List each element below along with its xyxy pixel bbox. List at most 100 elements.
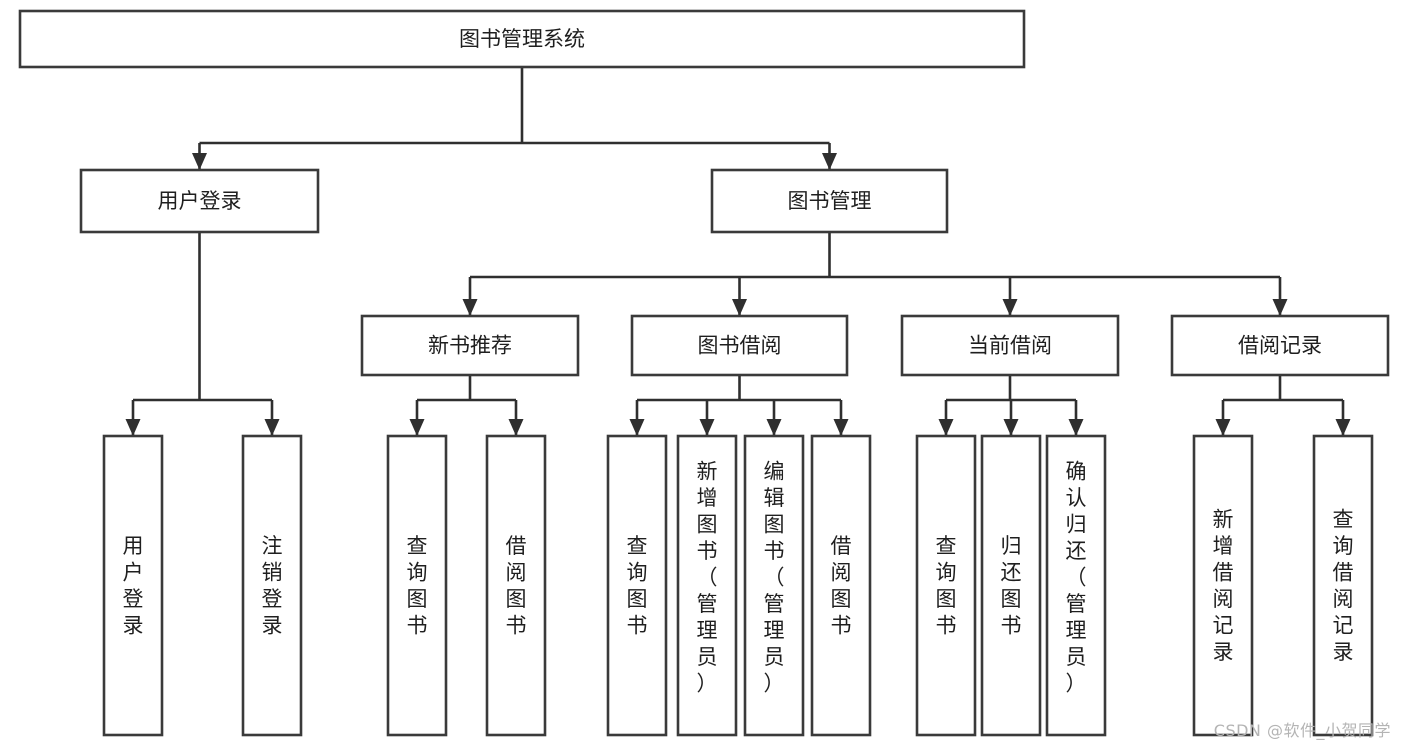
node-label-leaf-borrow-add-char: 书 — [697, 539, 718, 563]
node-current[interactable]: 当前借阅 — [900, 314, 1120, 377]
node-label-leaf-current-confirm-char: 归 — [1066, 513, 1087, 537]
node-root[interactable]: 图书管理系统 — [18, 9, 1026, 69]
node-label-leaf-user-logout-char: 注 — [262, 534, 283, 558]
node-label-leaf-newbook-borrow-char: 阅 — [506, 561, 527, 585]
node-label-leaf-records-query-char: 查 — [1333, 508, 1354, 532]
node-box-leaf-user-logout[interactable] — [241, 434, 303, 737]
node-label-newbook: 新书推荐 — [428, 334, 512, 358]
node-label-login: 用户登录 — [158, 189, 242, 213]
node-box-leaf-newbook-borrow[interactable] — [485, 434, 547, 737]
node-box-bookmgmt[interactable] — [710, 168, 949, 234]
node-label-leaf-current-confirm-char: 管 — [1066, 592, 1087, 616]
node-label-borrow: 图书借阅 — [698, 334, 782, 358]
node-records[interactable]: 借阅记录 — [1170, 314, 1390, 377]
node-label-leaf-borrow-add-char: 新 — [697, 460, 718, 484]
node-label-records: 借阅记录 — [1238, 334, 1322, 358]
node-label-leaf-user-login-char: 登 — [123, 587, 144, 611]
node-box-leaf-records-add[interactable] — [1192, 434, 1254, 737]
node-label-leaf-current-confirm-char: （ — [1066, 566, 1087, 590]
node-label-leaf-user-logout-char: 录 — [262, 614, 283, 638]
node-label-leaf-records-query-char: 录 — [1333, 640, 1354, 664]
node-label-leaf-records-add-char: 借 — [1213, 561, 1234, 585]
node-newbook[interactable]: 新书推荐 — [360, 314, 580, 377]
node-box-leaf-user-login[interactable] — [102, 434, 164, 737]
node-box-leaf-borrow-edit[interactable] — [743, 434, 805, 737]
node-label-leaf-current-return-char: 归 — [1001, 534, 1022, 558]
node-label-leaf-borrow-add-char: 员 — [697, 645, 718, 669]
node-label-leaf-current-confirm-char: ） — [1066, 672, 1087, 696]
node-box-leaf-current-query[interactable] — [915, 434, 977, 737]
node-bookmgmt[interactable]: 图书管理 — [710, 168, 949, 234]
node-label-leaf-records-add-char: 新 — [1213, 508, 1234, 532]
node-label-leaf-borrow-edit-char: 编 — [764, 460, 785, 484]
node-label-bookmgmt: 图书管理 — [788, 189, 872, 213]
node-label-leaf-newbook-query-char: 书 — [407, 614, 428, 638]
node-label-leaf-borrow-lend-char: 借 — [831, 534, 852, 558]
node-label-leaf-newbook-query-char: 询 — [407, 561, 428, 585]
node-box-login[interactable] — [79, 168, 320, 234]
node-login[interactable]: 用户登录 — [79, 168, 320, 234]
node-label-leaf-borrow-add-char: 图 — [697, 513, 718, 537]
node-label-leaf-newbook-borrow-char: 书 — [506, 614, 527, 638]
node-borrow[interactable]: 图书借阅 — [630, 314, 849, 377]
node-leaf-user-login[interactable]: 用户登录 — [102, 434, 164, 737]
node-box-leaf-borrow-query[interactable] — [606, 434, 668, 737]
node-box-leaf-borrow-lend[interactable] — [810, 434, 872, 737]
node-label-leaf-records-query-char: 记 — [1333, 614, 1354, 638]
node-label-leaf-borrow-query-char: 图 — [627, 587, 648, 611]
node-box-leaf-newbook-query[interactable] — [386, 434, 448, 737]
node-box-newbook[interactable] — [360, 314, 580, 377]
node-box-leaf-records-query[interactable] — [1312, 434, 1374, 737]
node-box-borrow[interactable] — [630, 314, 849, 377]
node-label-leaf-current-confirm-char: 理 — [1066, 619, 1087, 643]
node-label-leaf-records-query-char: 阅 — [1333, 587, 1354, 611]
node-label-leaf-current-query-char: 图 — [936, 587, 957, 611]
node-label-leaf-user-logout-char: 销 — [262, 561, 283, 585]
node-label-leaf-current-query-char: 书 — [936, 614, 957, 638]
node-box-leaf-current-confirm[interactable] — [1045, 434, 1107, 737]
node-label-leaf-current-return-char: 图 — [1001, 587, 1022, 611]
node-label-leaf-current-query-char: 询 — [936, 561, 957, 585]
node-label-leaf-borrow-add-char: 增 — [697, 486, 718, 510]
node-label-leaf-borrow-edit-char: 理 — [764, 619, 785, 643]
node-label-leaf-borrow-edit-char: 辑 — [764, 486, 785, 510]
node-label-leaf-borrow-lend-char: 书 — [831, 614, 852, 638]
node-label-leaf-records-query-char: 借 — [1333, 561, 1354, 585]
node-box-leaf-borrow-add[interactable] — [676, 434, 738, 737]
node-label-leaf-borrow-query-char: 查 — [627, 534, 648, 558]
node-label-leaf-current-confirm-char: 员 — [1066, 645, 1087, 669]
watermark-text: CSDN @软件_小贺同学 — [1213, 721, 1391, 740]
node-label-leaf-borrow-add-char: 管 — [697, 592, 718, 616]
nodes-layer: 图书管理系统用户登录图书管理新书推荐图书借阅当前借阅借阅记录用户登录注销登录查询… — [18, 9, 1390, 737]
node-label-leaf-records-query-char: 询 — [1333, 534, 1354, 558]
node-label-current: 当前借阅 — [968, 334, 1052, 358]
node-label-leaf-borrow-lend-char: 阅 — [831, 561, 852, 585]
node-box-leaf-current-return[interactable] — [980, 434, 1042, 737]
node-label-leaf-records-add-char: 增 — [1213, 534, 1234, 558]
node-label-leaf-newbook-query-char: 图 — [407, 587, 428, 611]
node-label-leaf-user-login-char: 户 — [123, 561, 144, 585]
node-label-leaf-newbook-borrow-char: 图 — [506, 587, 527, 611]
node-label-leaf-current-confirm-char: 还 — [1066, 539, 1087, 563]
node-label-leaf-borrow-edit-char: ） — [764, 672, 785, 696]
node-label-leaf-borrow-edit-char: 管 — [764, 592, 785, 616]
node-label-leaf-records-add-char: 录 — [1213, 640, 1234, 664]
node-box-current[interactable] — [900, 314, 1120, 377]
node-label-leaf-user-login-char: 用 — [123, 534, 144, 558]
node-box-records[interactable] — [1170, 314, 1390, 377]
node-box-root[interactable] — [18, 9, 1026, 69]
node-label-leaf-user-login-char: 录 — [123, 614, 144, 638]
node-label-leaf-borrow-add-char: 理 — [697, 619, 718, 643]
